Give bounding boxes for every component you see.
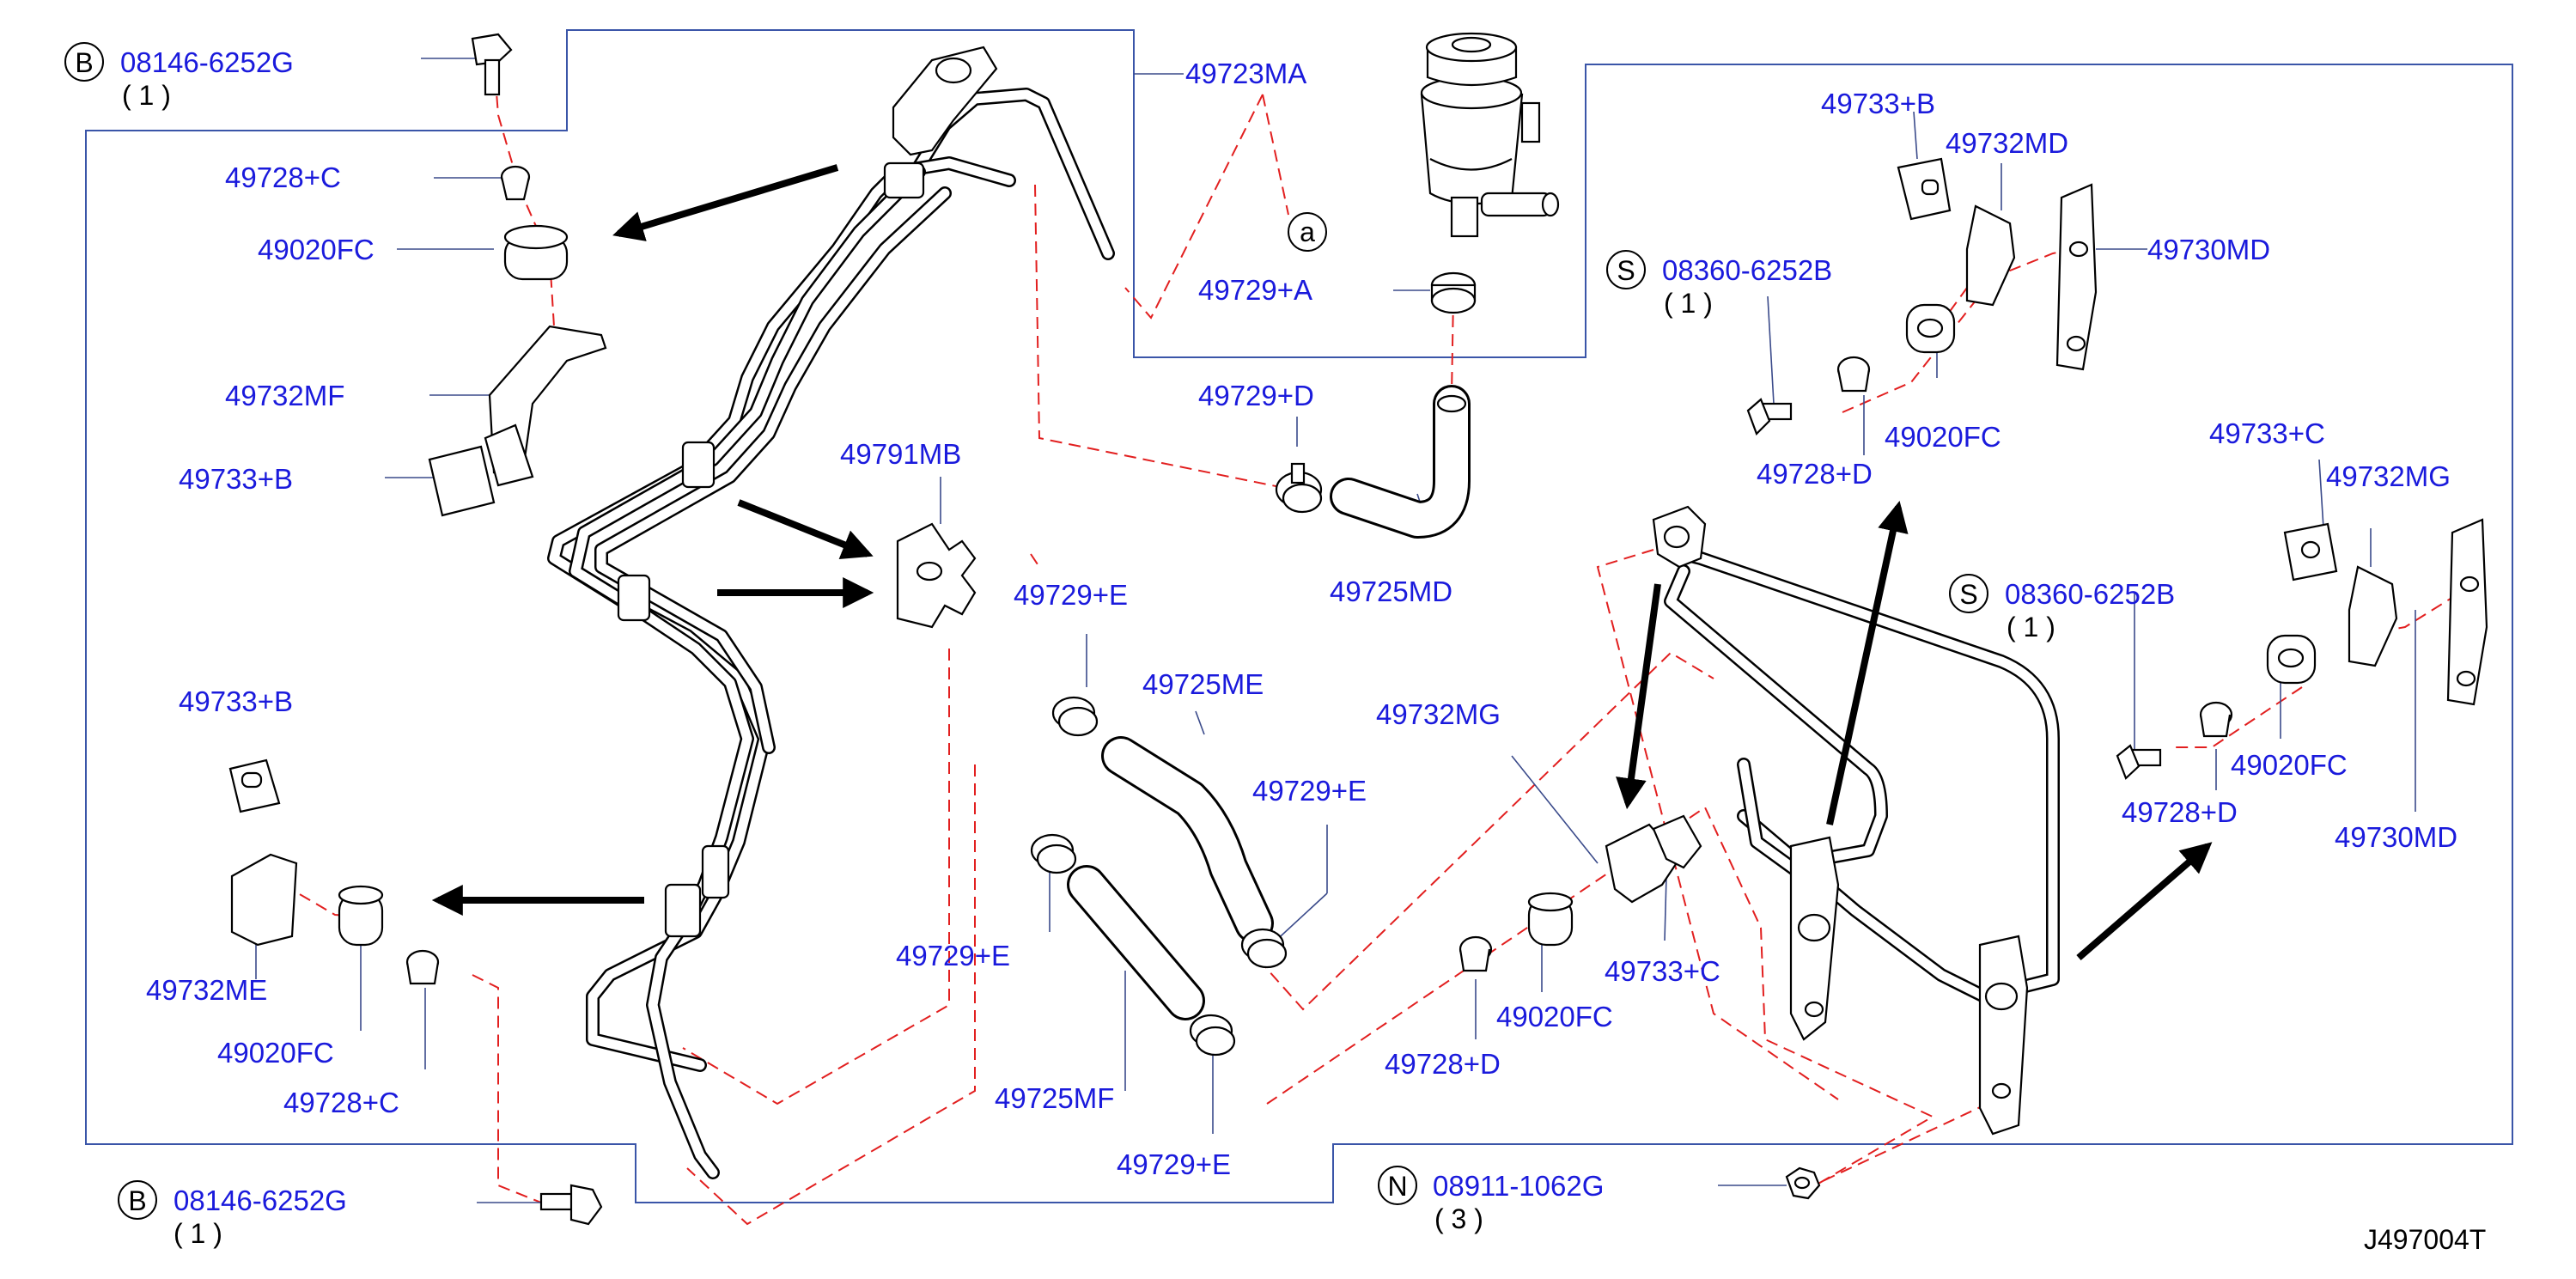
part-label: 49730MD (2147, 234, 2270, 265)
part-label: 49732ME (146, 974, 267, 1006)
clamp-49729e-1 (1051, 696, 1099, 737)
part-label: 49728+D (1757, 458, 1873, 490)
part-label: 49729+E (1014, 579, 1128, 611)
direction-arrows (431, 164, 2213, 961)
bolt-qty: ( 1 ) (174, 1218, 222, 1249)
part-label: 49733+B (179, 685, 293, 717)
part-label: 49732MF (225, 380, 344, 411)
symbol-letter: B (75, 47, 93, 78)
symbol-s-lower: S (1949, 574, 1988, 613)
clamp-49729a (1430, 271, 1477, 314)
part-label: 49728+C (283, 1087, 399, 1118)
part-label: 49733+C (1605, 955, 1720, 987)
part-label: 49733+B (1821, 88, 1935, 119)
part-label: 49728+D (1385, 1048, 1501, 1080)
part-label: 49729+E (1117, 1148, 1231, 1180)
part-label: 49725MD (1330, 576, 1452, 607)
right-upper-hardware (1746, 157, 2098, 435)
symbol-b-top: B (64, 42, 104, 82)
right-pipe-frame (1652, 505, 2060, 1136)
part-label: 49020FC (1885, 421, 2001, 453)
main-area-border (85, 29, 2513, 1203)
left-upper-hardware (428, 33, 607, 517)
bracket-49791mb (896, 522, 977, 629)
bolt-part-number: 08146-6252G (120, 46, 294, 78)
hose-49725me (1101, 736, 1274, 943)
part-label: 49729+E (896, 940, 1010, 971)
part-label: 49725MF (995, 1082, 1114, 1114)
symbol-letter: B (128, 1185, 146, 1216)
hose-49725md (1330, 385, 1471, 539)
part-label: 49730MD (2335, 821, 2457, 853)
ref-marker-letter: a (1300, 216, 1315, 247)
diagram-code: J497004T (2364, 1224, 2486, 1255)
clamp-49729e-3 (1240, 928, 1288, 969)
part-label: 49020FC (2231, 749, 2348, 781)
center-right-hardware (1459, 814, 1702, 972)
clamp-49729e-2 (1030, 833, 1077, 874)
symbol-n: N (1378, 1166, 1417, 1205)
bolt-part-number: 08146-6252G (174, 1185, 347, 1216)
symbol-letter: S (1617, 255, 1635, 286)
clamp-49729d (1275, 462, 1323, 514)
part-label: 49729+E (1252, 775, 1367, 807)
reservoir-tank (1420, 32, 1560, 238)
symbol-letter: S (1959, 579, 1977, 610)
part-label: 49725ME (1142, 668, 1264, 700)
clamp-49729e-4 (1189, 1014, 1236, 1057)
symbol-s-upper: S (1606, 250, 1646, 289)
bolt-qty: ( 1 ) (122, 80, 171, 111)
part-label: 49020FC (1496, 1001, 1613, 1032)
hose-49725mf (1067, 865, 1205, 1020)
screw-part-number: 08360-6252B (1662, 254, 1832, 286)
nut-qty: ( 3 ) (1434, 1203, 1483, 1234)
symbol-letter: N (1387, 1171, 1407, 1202)
nut-part-number: 08911-1062G (1433, 1170, 1604, 1202)
part-label: 49791MB (840, 438, 961, 470)
part-label: 49729+A (1198, 274, 1312, 306)
screw-qty: ( 1 ) (2007, 612, 2055, 643)
part-label: 49020FC (258, 234, 375, 265)
symbol-b-bottom: B (118, 1180, 157, 1220)
ref-marker-a: a (1288, 212, 1327, 252)
nut-08911 (1785, 1166, 1821, 1200)
leader-lines (255, 58, 2416, 1203)
left-lower-hardware (228, 758, 440, 985)
screw-part-number: 08360-6252B (2005, 578, 2175, 610)
part-label: 49723MA (1185, 58, 1306, 89)
part-label: 49020FC (217, 1037, 334, 1069)
part-label: 49728+D (2122, 796, 2238, 828)
part-label: 49732MG (2326, 460, 2451, 492)
screw-qty: ( 1 ) (1664, 288, 1713, 319)
main-pipe-assembly (547, 46, 1115, 1179)
bottom-bolt-b (539, 1184, 603, 1226)
part-label: 49732MG (1376, 698, 1501, 730)
part-label: 49733+C (2209, 417, 2325, 449)
part-label: 49728+C (225, 161, 341, 193)
part-label: 49733+B (179, 463, 293, 495)
part-label: 49732MD (1946, 127, 2068, 159)
part-label: 49729+D (1198, 380, 1314, 411)
right-middle-hardware (2116, 518, 2488, 780)
